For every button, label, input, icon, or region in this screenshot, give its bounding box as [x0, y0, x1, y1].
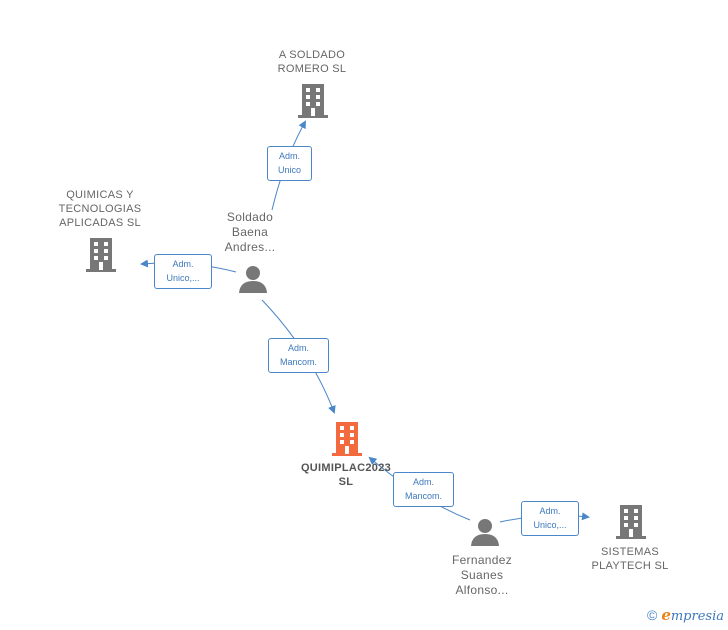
edge-label-adm-unico[interactable]: Adm. Unico [267, 146, 312, 181]
node-label-line: SL [338, 476, 354, 488]
node-label-line: Soldado [226, 210, 274, 224]
building-icon[interactable] [616, 505, 646, 539]
node-label-line: Fernandez [451, 553, 513, 567]
edge-label-line: Adm. [412, 477, 434, 487]
node-soldado-baena-andres[interactable]: Soldado Baena Andres... [210, 210, 290, 255]
edge-label-line: Adm. [287, 343, 309, 353]
edge-label-adm-mancom[interactable]: Adm. Mancom. [268, 338, 329, 373]
node-sistemas-playtech[interactable]: SISTEMAS PLAYTECH SL [570, 545, 690, 573]
building-icon[interactable] [298, 84, 328, 118]
edge-label-line: Mancom. [404, 491, 442, 501]
building-icon[interactable] [332, 422, 362, 456]
edge-label-line: Unico [277, 165, 301, 175]
node-label-line: A SOLDADO [278, 49, 346, 61]
node-label-line: SISTEMAS [600, 546, 660, 558]
empresia-watermark: ©empresia [647, 606, 724, 624]
edge-label-line: Adm. [172, 259, 194, 269]
node-label-line: Andres... [224, 240, 276, 254]
edge-label-line: Adm. [278, 151, 300, 161]
edge-label-line: Mancom. [279, 357, 317, 367]
node-label-line: PLAYTECH SL [591, 560, 669, 572]
edge-label-adm-unico-more[interactable]: Adm. Unico,... [521, 501, 579, 536]
brand-logo-text: mpresia [670, 609, 724, 624]
person-icon[interactable] [238, 265, 268, 293]
node-label-line: ROMERO SL [277, 63, 347, 75]
node-label-line: Suanes [460, 568, 504, 582]
edge-label-line: Unico,... [166, 273, 200, 283]
node-quimiplac2023[interactable]: QUIMIPLAC2023 SL [286, 461, 406, 489]
node-label-line: Alfonso... [455, 583, 509, 597]
node-a-soldado-romero[interactable]: A SOLDADO ROMERO SL [252, 48, 372, 76]
node-label-line: QUIMIPLAC2023 [300, 462, 392, 474]
node-quimicas-tecnologias[interactable]: QUIMICAS Y TECNOLOGIAS APLICADAS SL [40, 188, 160, 230]
edge-label-line: Unico,... [533, 520, 567, 530]
node-label-line: QUIMICAS Y [66, 189, 134, 201]
edge-label-adm-mancom[interactable]: Adm. Mancom. [393, 472, 454, 507]
building-icon[interactable] [86, 238, 116, 272]
copyright-icon: © [646, 607, 658, 623]
brand-logo-initial: e [661, 606, 671, 624]
node-label-line: APLICADAS SL [59, 217, 141, 229]
edge-label-adm-unico-more[interactable]: Adm. Unico,... [154, 254, 212, 289]
node-label-line: Baena [231, 225, 269, 239]
node-fernandez-suanes-alfonso[interactable]: Fernandez Suanes Alfonso... [440, 553, 524, 598]
person-icon[interactable] [470, 518, 500, 546]
edge-label-line: Adm. [539, 506, 561, 516]
node-label-line: TECNOLOGIAS [58, 203, 142, 215]
